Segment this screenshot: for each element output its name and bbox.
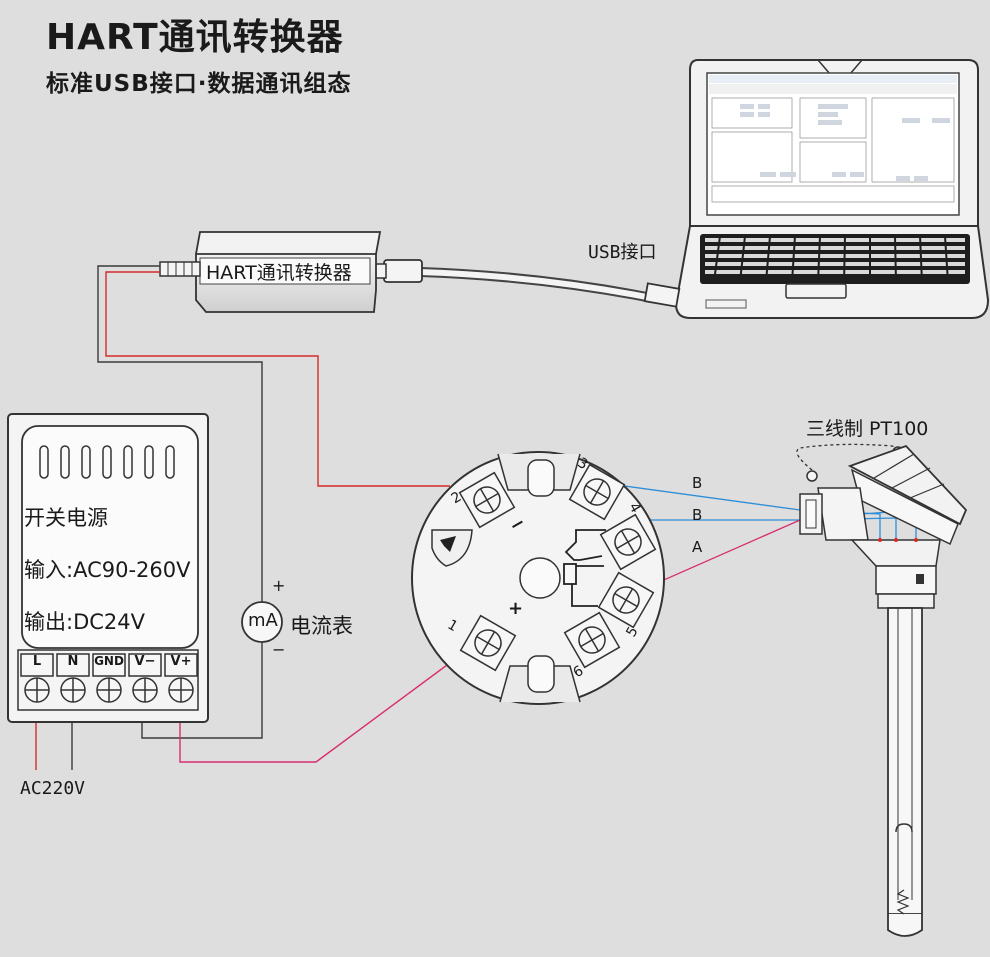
usb-cable: [371, 259, 681, 308]
laptop: [674, 59, 990, 319]
page-subtitle: 标准USB接口·数据通讯组态: [46, 71, 352, 97]
ammeter-minus: −: [272, 640, 286, 659]
terminal-6: [563, 611, 621, 669]
terminal-screws: [20, 653, 198, 703]
touchpad: [785, 283, 847, 299]
ammeter-plus: +: [272, 576, 286, 595]
power-supply: [7, 413, 209, 723]
wire-label-b-1: B: [692, 474, 703, 492]
terminal-label-vminus: V−: [134, 654, 156, 669]
power-supply-name: 开关电源: [24, 506, 108, 530]
laptop-screen: [706, 72, 960, 216]
converter-label: HART通讯转换器: [206, 262, 352, 284]
transmitter-plus: +: [508, 598, 524, 619]
wire-label-a: A: [692, 538, 703, 556]
internal-rtd-symbol: [563, 529, 606, 607]
terminal-3: [568, 463, 626, 521]
ammeter-label: 电流表: [290, 614, 353, 638]
ac-supply-label: AC220V: [20, 778, 86, 799]
wire-label-b-2: B: [692, 506, 703, 524]
terminal-5: [597, 571, 655, 629]
terminal-label-gnd: GND: [94, 654, 124, 668]
wire-pink-vplus: [179, 647, 471, 763]
terminal-label-l: L: [32, 654, 42, 669]
terminal-label-n: N: [67, 654, 79, 669]
wire-dark-converter: [97, 265, 263, 739]
pt100-sensor: [796, 443, 968, 937]
terminal-1: [459, 614, 517, 672]
temperature-transmitter: [411, 451, 665, 705]
wire-red-converter: [105, 271, 450, 487]
sensor-label: 三线制 PT100: [806, 418, 929, 440]
page-title: HART通讯转换器: [46, 17, 344, 58]
hart-converter: [159, 231, 382, 313]
power-supply-output: 输出:DC24V: [24, 610, 145, 634]
ammeter: [241, 600, 283, 643]
power-supply-input: 输入:AC90-260V: [24, 558, 191, 582]
ammeter-symbol: mA: [248, 610, 278, 631]
usb-label: USB接口: [588, 242, 657, 263]
terminal-label-vplus: V+: [170, 654, 192, 669]
terminal-2: [458, 471, 516, 529]
terminal-4: [599, 513, 657, 571]
usb-plug: [643, 282, 681, 308]
